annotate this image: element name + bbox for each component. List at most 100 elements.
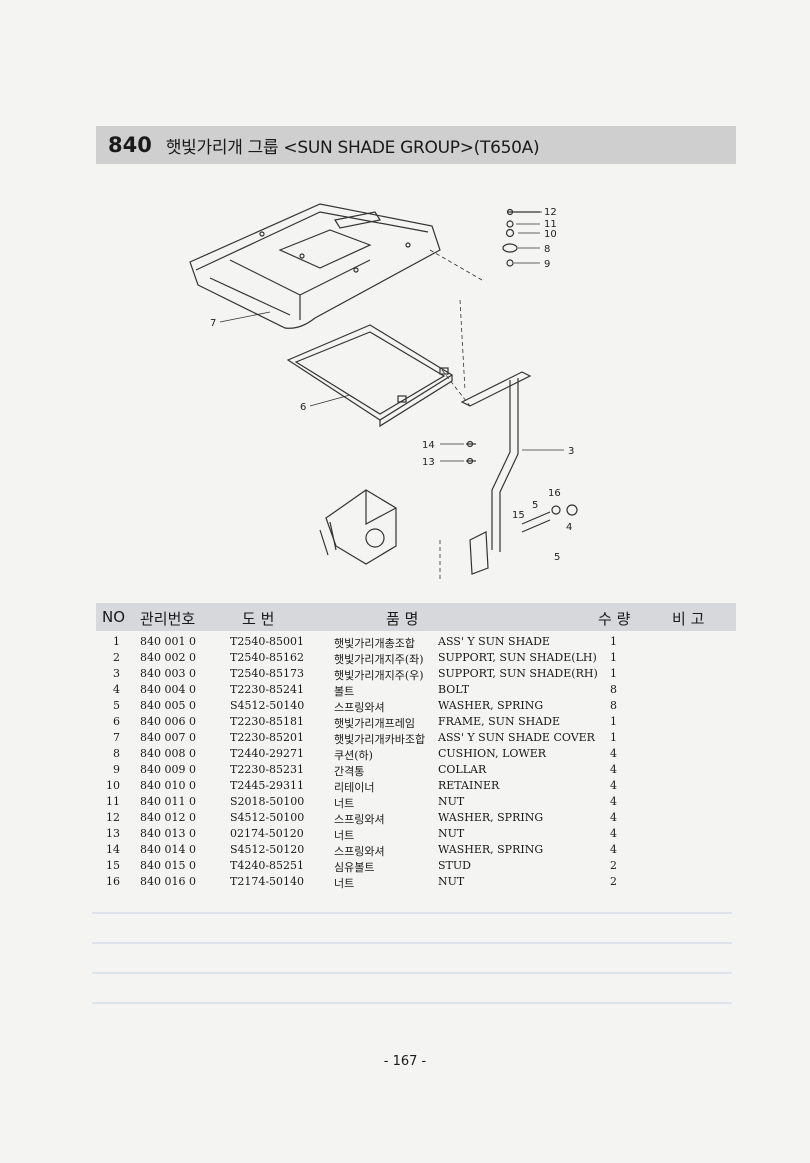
- row-korean-name: 너트: [334, 797, 355, 810]
- row-english-name: SUPPORT, SUN SHADE(RH): [438, 667, 598, 680]
- sun-shade-cover-shape: [189, 203, 441, 329]
- row-code: 840 016 0: [140, 875, 196, 888]
- row-part-number: T2440-29271: [230, 747, 305, 760]
- row-part-number: T2230-85241: [230, 683, 305, 696]
- callout-4: 4: [566, 522, 572, 533]
- row-part-number: T2230-85231: [230, 763, 305, 776]
- row-quantity: 4: [610, 811, 617, 824]
- row-code: 840 013 0: [140, 827, 196, 840]
- header-code: 관리번호: [140, 610, 196, 628]
- row-code: 840 005 0: [140, 699, 196, 712]
- row-english-name: ASS' Y SUN SHADE COVER: [438, 731, 595, 744]
- row-korean-name: 쿠션(하): [334, 749, 373, 762]
- row-english-name: WASHER, SPRING: [438, 811, 544, 824]
- row-code: 840 008 0: [140, 747, 196, 760]
- parts-table-body: 1 840 001 0 T2540-85001 햇빛가리개총조합 ASS' Y SUN …: [96, 634, 736, 890]
- row-korean-name: 스프링와셔: [334, 813, 385, 826]
- row-code: 840 001 0: [140, 635, 196, 648]
- row-korean-name: 스프링와셔: [334, 845, 385, 858]
- row-no: 8: [113, 747, 120, 760]
- row-no: 5: [113, 699, 120, 712]
- page-number: - 167 -: [383, 1054, 427, 1069]
- parts-table-header: NO 관리번호 도 번 품 명 수 량 비 고: [96, 603, 736, 631]
- row-code: 840 011 0: [140, 795, 196, 808]
- header-part-no: 도 번: [242, 610, 275, 628]
- table-row: 8 840 008 0 T2440-29271 쿠션(하) CUSHION, LOWER…: [96, 746, 736, 762]
- row-part-number: T2230-85201: [230, 731, 305, 744]
- row-code: 840 002 0: [140, 651, 196, 664]
- row-code: 840 004 0: [140, 683, 196, 696]
- row-no: 16: [106, 875, 120, 888]
- row-english-name: SUPPORT, SUN SHADE(LH): [438, 651, 597, 664]
- table-row: 6 840 006 0 T2230-85181 햇빛가리개프레임 FRAME, SUN …: [96, 714, 736, 730]
- scan-artifact: [92, 942, 732, 944]
- row-no: 7: [113, 731, 120, 744]
- row-korean-name: 햇빛가리개지주(우): [334, 669, 424, 682]
- row-part-number: T2540-85162: [230, 651, 305, 664]
- header-name: 품 명: [386, 610, 419, 628]
- row-korean-name: 너트: [334, 877, 355, 890]
- row-part-number: T4240-85251: [230, 859, 305, 872]
- row-code: 840 006 0: [140, 715, 196, 728]
- row-part-number: S4512-50120: [230, 843, 305, 856]
- mounting-bracket-shape: [319, 489, 397, 565]
- callout-9: 9: [544, 259, 550, 270]
- callout-11: 11: [544, 219, 557, 230]
- row-korean-name: 볼트: [334, 685, 355, 698]
- row-no: 6: [113, 715, 120, 728]
- row-quantity: 2: [610, 875, 617, 888]
- row-part-number: 02174-50120: [230, 827, 304, 840]
- row-part-number: T2230-85181: [230, 715, 305, 728]
- row-english-name: CUSHION, LOWER: [438, 747, 547, 760]
- hardware-stack-shape: [466, 208, 578, 533]
- row-english-name: FRAME, SUN SHADE: [438, 715, 560, 728]
- row-english-name: WASHER, SPRING: [438, 699, 544, 712]
- callout-8: 8: [544, 244, 550, 255]
- row-quantity: 4: [610, 763, 617, 776]
- callout-6: 6: [300, 402, 306, 413]
- row-quantity: 1: [610, 651, 617, 664]
- row-no: 12: [106, 811, 120, 824]
- sun-shade-frame-shape: [286, 324, 454, 428]
- callout-13: 13: [422, 457, 435, 468]
- callout-16: 16: [548, 488, 561, 499]
- row-part-number: S2018-50100: [230, 795, 305, 808]
- table-row: 2 840 002 0 T2540-85162 햇빛가리개지주(좌) SUPPORT, …: [96, 650, 736, 666]
- row-part-number: T2174-50140: [230, 875, 305, 888]
- row-code: 840 007 0: [140, 731, 196, 744]
- row-korean-name: 햇빛가리개지주(좌): [334, 653, 424, 666]
- scan-artifact: [92, 972, 732, 974]
- row-korean-name: 햇빛가리개총조합: [334, 637, 415, 650]
- row-code: 840 010 0: [140, 779, 196, 792]
- row-no: 2: [113, 651, 120, 664]
- section-title: 햇빛가리개 그룹 <SUN SHADE GROUP>(T650A): [165, 137, 540, 158]
- callout-12: 12: [544, 207, 557, 218]
- row-korean-name: 햇빛가리개프레임: [334, 717, 415, 730]
- row-quantity: 4: [610, 795, 617, 808]
- row-part-number: T2540-85173: [230, 667, 305, 680]
- row-part-number: T2540-85001: [230, 635, 305, 648]
- callout-14: 14: [422, 440, 435, 451]
- row-quantity: 1: [610, 635, 617, 648]
- sun-shade-drawing: 12 11 10 8 9 7 6 14 13 3 16 5 15 4 5: [189, 203, 578, 580]
- scan-artifact: [92, 912, 732, 914]
- row-english-name: NUT: [438, 827, 465, 840]
- row-korean-name: 햇빛가리개카바조합: [334, 733, 426, 746]
- row-english-name: BOLT: [438, 683, 470, 696]
- row-korean-name: 스프링와셔: [334, 701, 385, 714]
- row-code: 840 015 0: [140, 859, 196, 872]
- row-no: 15: [106, 859, 120, 872]
- row-no: 9: [113, 763, 120, 776]
- row-no: 4: [113, 683, 120, 696]
- row-quantity: 4: [610, 747, 617, 760]
- row-code: 840 009 0: [140, 763, 196, 776]
- callout-5-lower: 5: [554, 552, 560, 563]
- row-no: 1: [113, 635, 120, 648]
